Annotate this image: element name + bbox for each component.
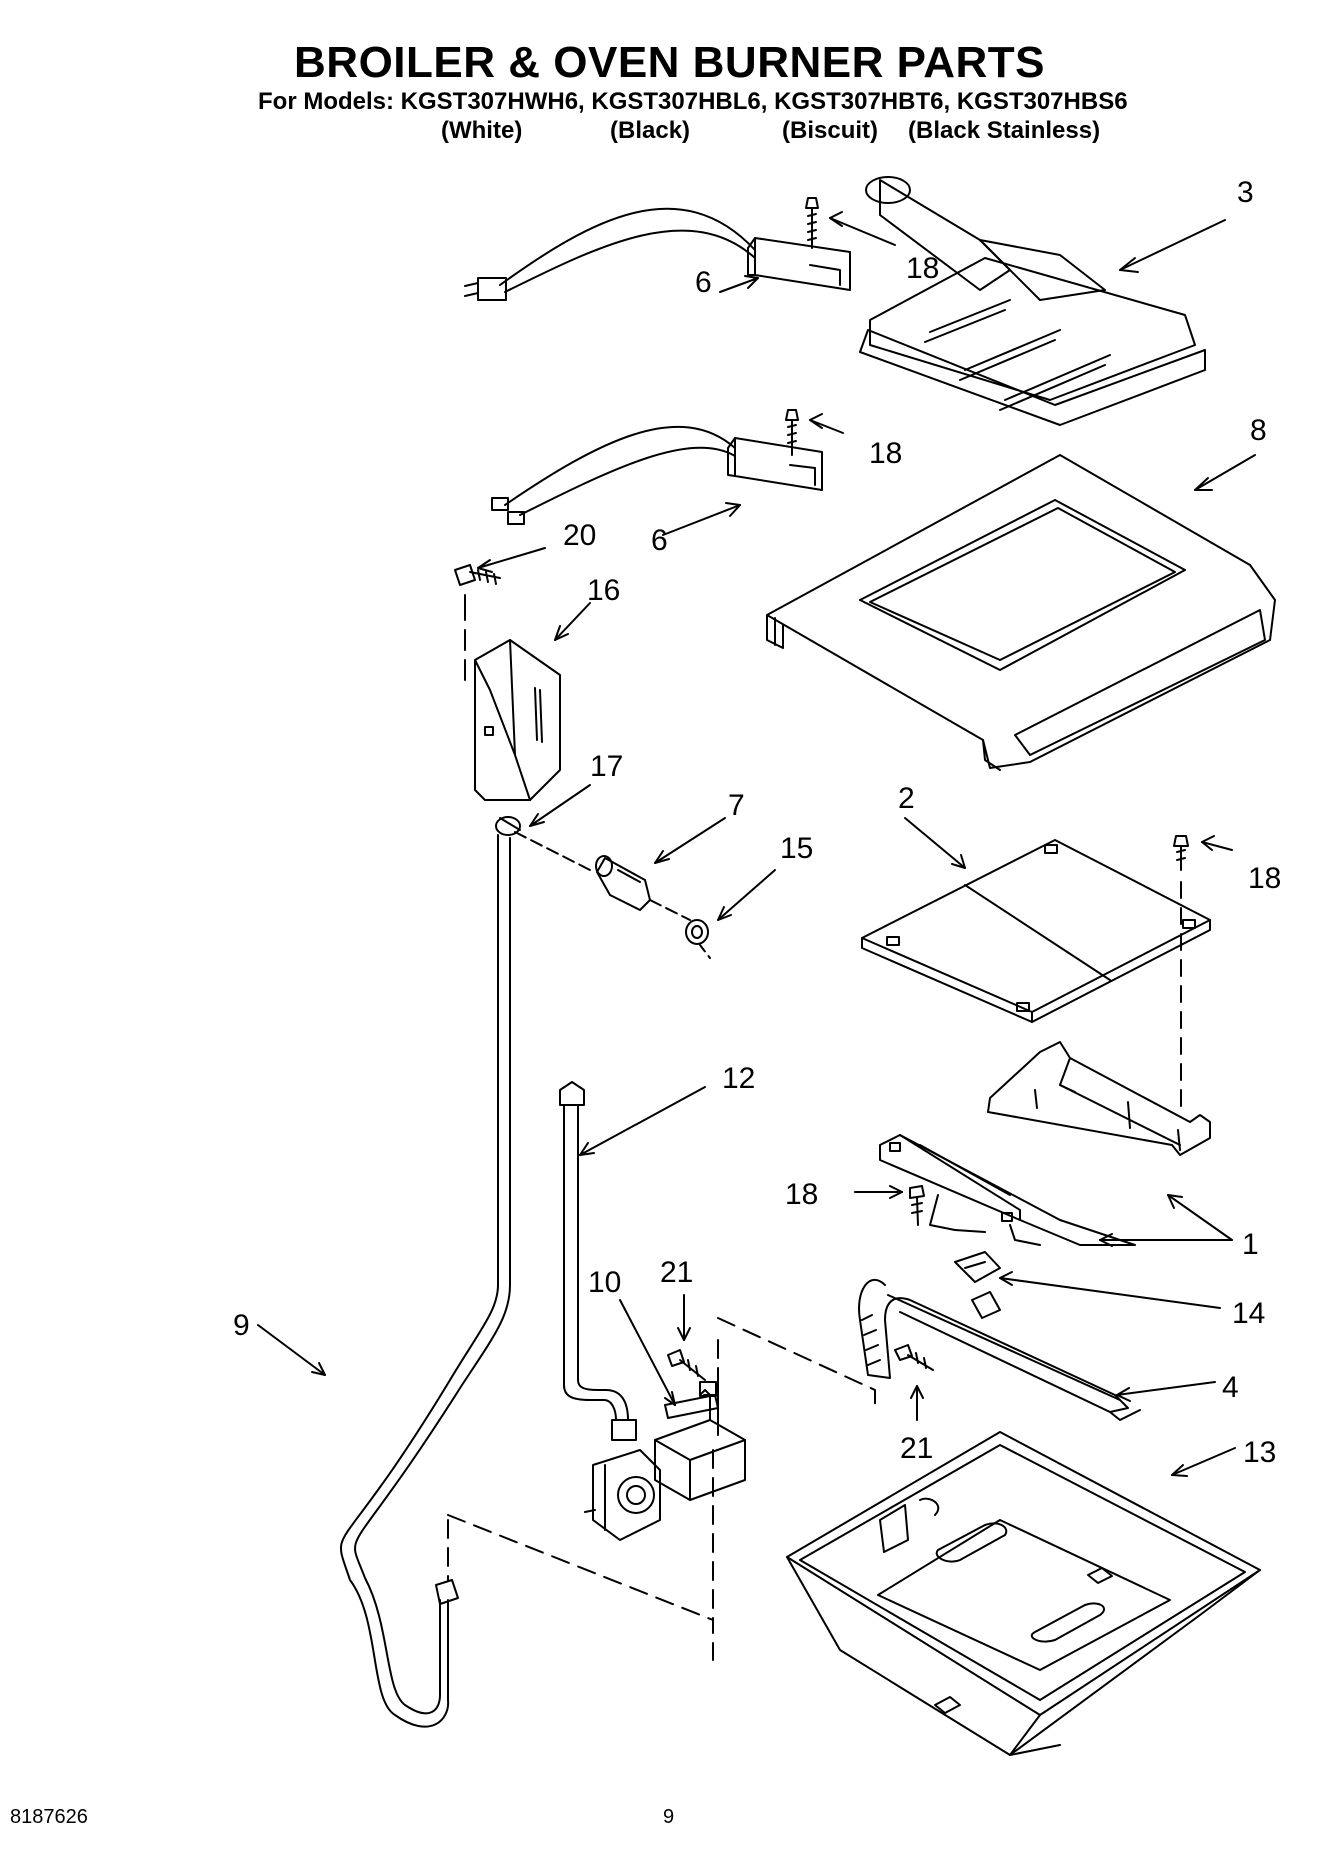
dashed-connectors <box>447 1317 876 1661</box>
callout-6-mid: 6 <box>651 524 668 557</box>
sheet-part-2 <box>861 839 1211 1023</box>
page-number: 9 <box>663 1806 675 1828</box>
callout-8: 8 <box>1250 414 1267 447</box>
screw-part-18-lower <box>909 1185 925 1226</box>
igniter-part-6-mid <box>491 425 823 525</box>
callout-10: 10 <box>588 1266 621 1299</box>
igniter-part-6-top <box>464 207 851 301</box>
callout-13: 13 <box>1243 1436 1276 1469</box>
leader-arrows <box>257 211 1256 1477</box>
screw-part-20 <box>454 564 501 586</box>
screw-part-18-top <box>805 197 819 249</box>
callout-14: 14 <box>1232 1297 1265 1330</box>
document-number: 8187626 <box>10 1806 88 1828</box>
pan-part-13 <box>786 1431 1261 1756</box>
oven-bottom-part-8 <box>766 454 1276 771</box>
callout-3: 3 <box>1237 176 1254 209</box>
burner-part-4 <box>858 1278 1141 1421</box>
valve-part-10 <box>584 1379 746 1541</box>
callout-7: 7 <box>728 789 745 822</box>
gas-tube-part-9 <box>339 834 511 1728</box>
callout-21-left: 21 <box>660 1256 693 1289</box>
color-black: (Black) <box>610 117 691 144</box>
callout-4: 4 <box>1222 1371 1239 1404</box>
broiler-burner-part-3 <box>859 176 1206 426</box>
callout-6-top: 6 <box>695 266 712 299</box>
fitting-part-17 <box>495 816 591 871</box>
tube-part-12 <box>559 1081 637 1441</box>
callout-12: 12 <box>722 1062 755 1095</box>
callout-16: 16 <box>587 574 620 607</box>
callout-9: 9 <box>233 1309 250 1342</box>
callout-21-right: 21 <box>900 1432 933 1465</box>
callout-18-top: 18 <box>906 252 939 285</box>
page-title: BROILER & OVEN BURNER PARTS <box>294 38 1045 87</box>
callout-17: 17 <box>590 750 623 783</box>
screw-part-21-right <box>894 1344 934 1371</box>
callout-18-lower: 18 <box>785 1178 818 1211</box>
color-white: (White) <box>441 117 523 144</box>
callout-numbers: 3 18 6 18 8 6 20 16 17 7 15 2 18 12 18 1… <box>233 176 1281 1469</box>
screw-part-18-mid <box>785 409 799 456</box>
models-line: For Models: KGST307HWH6, KGST307HBL6, KG… <box>258 88 1128 115</box>
callout-18-right: 18 <box>1248 862 1281 895</box>
shield-part-16 <box>464 594 561 801</box>
clip-part-14 <box>954 1251 1001 1283</box>
callout-15: 15 <box>780 832 813 865</box>
callout-20: 20 <box>563 519 596 552</box>
callout-18-mid: 18 <box>869 437 902 470</box>
bracket-part-1 <box>879 1041 1211 1246</box>
screw-part-21-left <box>667 1349 706 1381</box>
screw-part-18-right <box>1173 835 1189 1111</box>
orifice-part-15 <box>685 919 711 959</box>
color-black-stainless: (Black Stainless) <box>908 117 1101 144</box>
air-shutter-part-7 <box>595 855 691 921</box>
callout-2: 2 <box>898 782 915 815</box>
color-biscuit: (Biscuit) <box>782 117 878 144</box>
callout-1: 1 <box>1242 1228 1259 1261</box>
